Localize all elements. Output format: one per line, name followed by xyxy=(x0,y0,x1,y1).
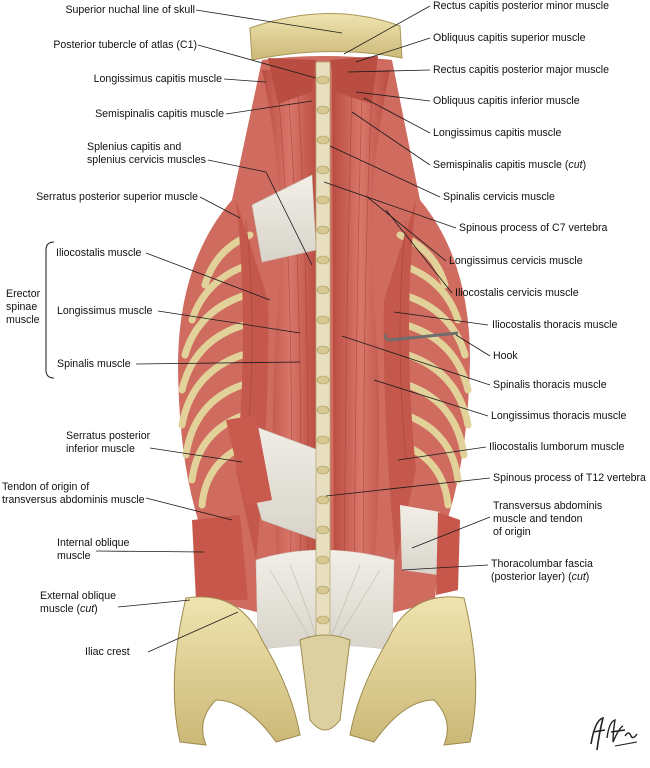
label-thoracolumbar-line2: (posterior layer) (cut) xyxy=(491,571,589,584)
label-obliquus-capitis-inferior: Obliquus capitis inferior muscle xyxy=(433,95,580,107)
pelvis-right xyxy=(349,596,477,746)
label-spinalis-cervicis: Spinalis cervicis muscle xyxy=(443,191,555,203)
label-erector-line1: Erector xyxy=(6,288,41,300)
label-splenius-line2: splenius cervicis muscles xyxy=(87,154,206,166)
label-transversus-line2: muscle and tendon xyxy=(493,513,583,525)
label-longissimus-capitis-left: Longissimus capitis muscle xyxy=(93,73,222,85)
oblique-right xyxy=(436,512,460,595)
label-longissimus-thoracis: Longissimus thoracis muscle xyxy=(491,410,627,422)
label-serratus-inferior-line1: Serratus posterior xyxy=(66,430,151,442)
serratus-inferior-muscle xyxy=(226,415,272,505)
label-external-oblique-line1: External oblique xyxy=(40,590,116,602)
erector-right xyxy=(332,70,390,600)
label-external-oblique-line2: muscle (cut) xyxy=(40,603,98,616)
label-external-oblique-cut: cut xyxy=(80,603,95,615)
suboccipital-left xyxy=(268,58,316,104)
label-transversus-line1: Transversus abdominis xyxy=(493,500,603,512)
label-iliocostalis-lumborum: Iliocostalis lumborum muscle xyxy=(489,441,625,453)
label-thoracolumbar-line1: Thoracolumbar fascia xyxy=(491,558,593,570)
label-internal-oblique-line2: muscle xyxy=(57,550,91,562)
label-iliac-crest: Iliac crest xyxy=(85,646,130,658)
label-splenius-line1: Splenius capitis and xyxy=(87,141,182,153)
label-iliocostalis-cervicis: Iliocostalis cervicis muscle xyxy=(455,287,579,299)
sacrum xyxy=(299,634,351,731)
label-longissimus-cervicis: Longissimus cervicis muscle xyxy=(449,255,583,267)
label-thoracolumbar-post: ) xyxy=(585,571,590,583)
leader-lines-right xyxy=(323,5,491,571)
label-thoracolumbar-cut-word: cut xyxy=(571,571,586,583)
label-posterior-tubercle-atlas: Posterior tubercle of atlas (C1) xyxy=(53,39,197,51)
skull-base xyxy=(249,13,403,61)
label-rectus-capitis-minor: Rectus capitis posterior minor muscle xyxy=(433,0,610,12)
label-semispinalis-capitis-cut: Semispinalis capitis muscle (cut) xyxy=(433,159,586,172)
label-iliocostalis-thoracis: Iliocostalis thoracis muscle xyxy=(492,319,618,331)
label-tendon-transversus-line1: Tendon of origin of xyxy=(2,481,90,493)
label-semispinalis-post: ) xyxy=(582,159,587,171)
label-semispinalis-pre: Semispinalis capitis muscle ( xyxy=(433,159,569,171)
leader-lines-left xyxy=(95,9,343,653)
artist-signature xyxy=(590,716,638,751)
label-longissimus: Longissimus muscle xyxy=(57,305,153,317)
pelvis-left xyxy=(173,596,301,746)
label-superior-nuchal-line: Superior nuchal line of skull xyxy=(65,4,195,16)
vertebral-column xyxy=(315,61,331,653)
iliocostalis-right xyxy=(383,200,416,560)
label-thoracolumbar-pre: (posterior layer) ( xyxy=(491,571,572,583)
label-tendon-transversus-line2: transversus abdominis muscle xyxy=(2,494,145,506)
label-hook: Hook xyxy=(493,350,518,362)
erector-bracket xyxy=(45,241,55,379)
label-obliquus-capitis-superior: Obliquus capitis superior muscle xyxy=(433,32,586,44)
internal-oblique xyxy=(192,515,248,600)
label-serratus-posterior-superior: Serratus posterior superior muscle xyxy=(36,191,198,203)
label-spinalis-thoracis: Spinalis thoracis muscle xyxy=(493,379,607,391)
label-spinous-process-t12: Spinous process of T12 vertebra xyxy=(493,472,646,484)
label-rectus-capitis-major: Rectus capitis posterior major muscle xyxy=(433,64,610,76)
label-erector-line2: spinae xyxy=(6,301,38,313)
label-external-oblique-pre: muscle ( xyxy=(40,603,81,615)
label-spinalis: Spinalis muscle xyxy=(57,358,131,370)
label-semispinalis-capitis-left: Semispinalis capitis muscle xyxy=(95,108,224,120)
label-serratus-inferior-line2: inferior muscle xyxy=(66,443,135,455)
transversus-right xyxy=(400,505,440,575)
label-external-oblique-post: ) xyxy=(94,603,98,615)
label-spinous-process-c7: Spinous process of C7 vertebra xyxy=(459,222,608,234)
label-semispinalis-cut-word: cut xyxy=(568,159,583,171)
label-internal-oblique-line1: Internal oblique xyxy=(57,537,130,549)
label-longissimus-capitis-right: Longissimus capitis muscle xyxy=(433,127,562,139)
suboccipital-right xyxy=(330,56,378,104)
hook-instrument xyxy=(389,331,459,342)
label-transversus-line3: of origin xyxy=(493,526,531,538)
label-iliocostalis: Iliocostalis muscle xyxy=(56,247,142,259)
label-erector-line3: muscle xyxy=(6,314,40,326)
